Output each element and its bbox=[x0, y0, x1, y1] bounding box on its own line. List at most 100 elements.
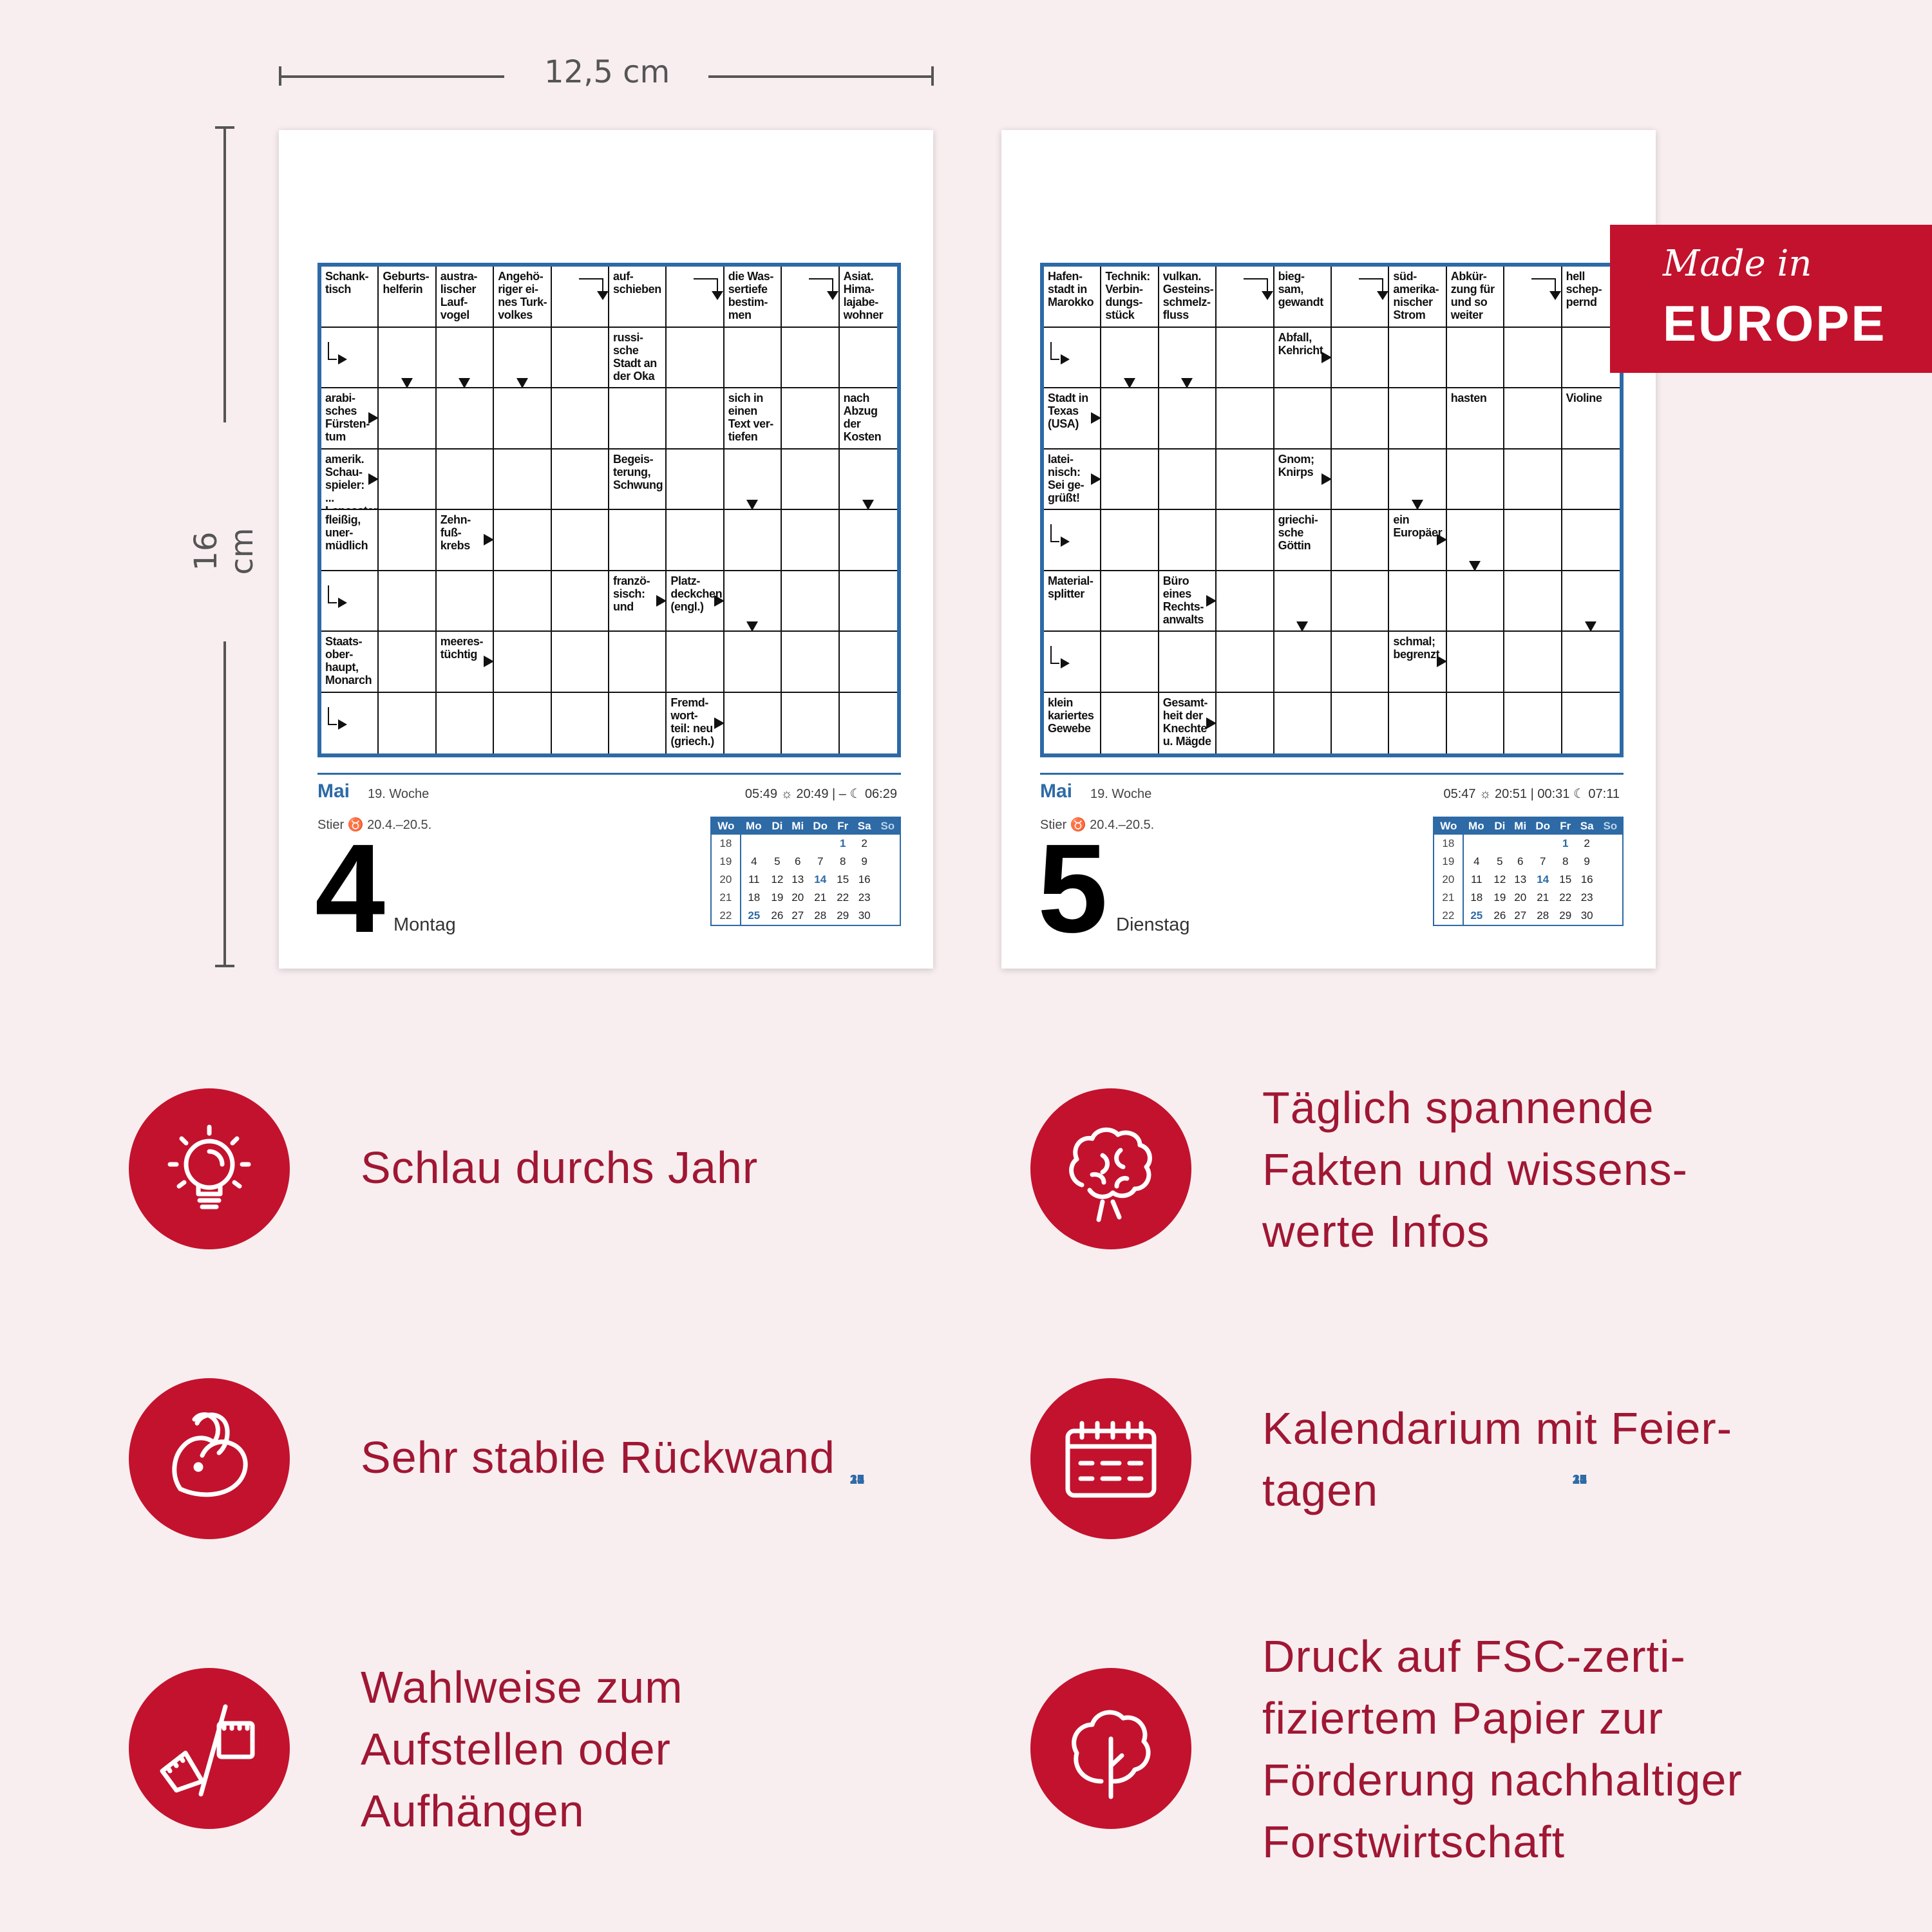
answer-cell[interactable] bbox=[1562, 510, 1620, 571]
answer-cell[interactable] bbox=[494, 449, 552, 510]
answer-cell[interactable] bbox=[1274, 632, 1332, 693]
answer-cell[interactable] bbox=[1504, 692, 1562, 753]
answer-cell[interactable] bbox=[667, 632, 724, 693]
answer-cell[interactable] bbox=[609, 510, 667, 571]
answer-cell[interactable] bbox=[1446, 571, 1505, 632]
answer-cell[interactable] bbox=[494, 571, 552, 632]
answer-cell[interactable] bbox=[724, 571, 782, 632]
answer-cell[interactable] bbox=[724, 327, 782, 388]
answer-cell[interactable] bbox=[782, 267, 840, 328]
answer-cell[interactable] bbox=[1504, 388, 1562, 450]
answer-cell[interactable] bbox=[1562, 632, 1620, 693]
answer-cell[interactable] bbox=[1389, 571, 1447, 632]
answer-cell[interactable] bbox=[782, 632, 840, 693]
answer-cell[interactable] bbox=[1446, 449, 1505, 510]
answer-cell[interactable] bbox=[667, 510, 724, 571]
answer-cell[interactable] bbox=[551, 510, 609, 571]
answer-cell[interactable] bbox=[1217, 267, 1274, 328]
answer-cell[interactable] bbox=[1217, 388, 1274, 450]
answer-cell[interactable] bbox=[1217, 571, 1274, 632]
answer-cell[interactable] bbox=[1159, 327, 1217, 388]
answer-cell[interactable] bbox=[1101, 510, 1159, 571]
answer-cell[interactable] bbox=[667, 449, 724, 510]
answer-cell[interactable] bbox=[1274, 571, 1332, 632]
answer-cell[interactable] bbox=[839, 571, 897, 632]
answer-cell[interactable] bbox=[1101, 388, 1159, 450]
answer-cell[interactable] bbox=[494, 327, 552, 388]
answer-cell[interactable] bbox=[1044, 510, 1102, 571]
answer-cell[interactable] bbox=[782, 327, 840, 388]
answer-cell[interactable] bbox=[552, 692, 609, 753]
answer-cell[interactable] bbox=[609, 388, 667, 450]
answer-cell[interactable] bbox=[782, 571, 840, 632]
answer-cell[interactable] bbox=[551, 388, 609, 450]
answer-cell[interactable] bbox=[1504, 632, 1562, 693]
answer-cell[interactable] bbox=[494, 388, 552, 450]
answer-cell[interactable] bbox=[1159, 388, 1217, 450]
answer-cell[interactable] bbox=[1562, 693, 1620, 754]
answer-cell[interactable] bbox=[724, 692, 782, 753]
answer-cell[interactable] bbox=[1159, 510, 1217, 571]
answer-cell[interactable] bbox=[1332, 571, 1390, 632]
answer-cell[interactable] bbox=[1332, 632, 1390, 693]
answer-cell[interactable] bbox=[1504, 327, 1562, 388]
answer-cell[interactable] bbox=[551, 327, 609, 388]
answer-cell[interactable] bbox=[1044, 327, 1102, 388]
answer-cell[interactable] bbox=[379, 449, 437, 510]
answer-cell[interactable] bbox=[1101, 692, 1159, 753]
answer-cell[interactable] bbox=[1332, 692, 1390, 753]
answer-cell[interactable] bbox=[1332, 267, 1390, 328]
answer-cell[interactable] bbox=[551, 571, 609, 632]
answer-cell[interactable] bbox=[1044, 632, 1102, 693]
answer-cell[interactable] bbox=[1274, 388, 1332, 450]
answer-cell[interactable] bbox=[1217, 692, 1274, 753]
answer-cell[interactable] bbox=[1217, 632, 1274, 693]
answer-cell[interactable] bbox=[379, 510, 437, 571]
answer-cell[interactable] bbox=[1101, 449, 1159, 510]
answer-cell[interactable] bbox=[1274, 692, 1332, 753]
answer-cell[interactable] bbox=[551, 267, 609, 328]
answer-cell[interactable] bbox=[724, 632, 782, 693]
answer-cell[interactable] bbox=[1504, 267, 1562, 328]
answer-cell[interactable] bbox=[551, 632, 609, 693]
answer-cell[interactable] bbox=[494, 632, 552, 693]
answer-cell[interactable] bbox=[782, 692, 840, 753]
answer-cell[interactable] bbox=[839, 632, 897, 693]
answer-cell[interactable] bbox=[1217, 327, 1274, 388]
answer-cell[interactable] bbox=[782, 510, 840, 571]
answer-cell[interactable] bbox=[379, 692, 437, 753]
answer-cell[interactable] bbox=[1562, 450, 1620, 510]
answer-cell[interactable] bbox=[667, 267, 724, 328]
answer-cell[interactable] bbox=[1447, 692, 1505, 753]
answer-cell[interactable] bbox=[1332, 449, 1390, 510]
answer-cell[interactable] bbox=[551, 449, 609, 510]
answer-cell[interactable] bbox=[321, 692, 379, 753]
answer-cell[interactable] bbox=[667, 388, 724, 450]
answer-cell[interactable] bbox=[436, 571, 495, 632]
answer-cell[interactable] bbox=[1446, 510, 1505, 571]
answer-cell[interactable] bbox=[1101, 571, 1159, 632]
answer-cell[interactable] bbox=[1389, 449, 1447, 510]
answer-cell[interactable] bbox=[436, 449, 495, 510]
answer-cell[interactable] bbox=[1217, 449, 1274, 510]
answer-cell[interactable] bbox=[494, 692, 552, 753]
answer-cell[interactable] bbox=[609, 632, 667, 693]
answer-cell[interactable] bbox=[1562, 328, 1620, 388]
answer-cell[interactable] bbox=[840, 693, 897, 754]
answer-cell[interactable] bbox=[321, 571, 379, 632]
answer-cell[interactable] bbox=[839, 510, 897, 571]
answer-cell[interactable] bbox=[667, 327, 724, 388]
answer-cell[interactable] bbox=[839, 328, 897, 388]
answer-cell[interactable] bbox=[1101, 632, 1159, 693]
answer-cell[interactable] bbox=[379, 327, 437, 388]
answer-cell[interactable] bbox=[379, 388, 437, 450]
answer-cell[interactable] bbox=[1332, 510, 1390, 571]
answer-cell[interactable] bbox=[379, 571, 437, 632]
answer-cell[interactable] bbox=[1446, 632, 1505, 693]
answer-cell[interactable] bbox=[782, 449, 840, 510]
answer-cell[interactable] bbox=[494, 510, 552, 571]
answer-cell[interactable] bbox=[839, 450, 897, 510]
answer-cell[interactable] bbox=[1389, 388, 1447, 450]
answer-cell[interactable] bbox=[724, 510, 782, 571]
answer-cell[interactable] bbox=[437, 692, 495, 753]
